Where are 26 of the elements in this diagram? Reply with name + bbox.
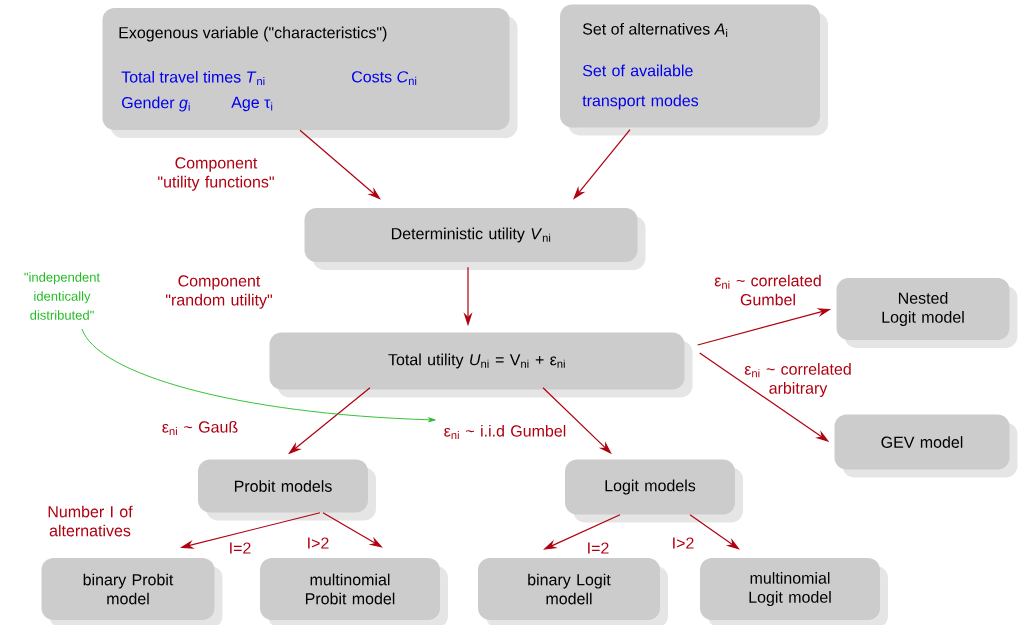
utility-box: Deterministic utility V$_{ni}$ [304, 208, 646, 270]
edge-label: ε$_{ni}$ ~ correlated arbitrary [744, 363, 851, 397]
model-box: Nested Logit model [836, 278, 1018, 348]
edge-label: I=2 [230, 542, 251, 554]
edge-label: ε$_{ni}$ ~ i.i.d Gumbel [444, 424, 566, 440]
model-box: binary Probit model [41, 558, 223, 625]
alternatives-box: Set of alternatives A$_{i}$ Set of available transport modes [560, 4, 828, 136]
annotation-text: Component "random utility" [166, 275, 272, 309]
edge-label: I=2 [588, 542, 609, 554]
annotation-text: Component "utility functions" [158, 157, 274, 191]
model-box: binary Logit modell [478, 558, 668, 625]
arrow [81, 328, 436, 423]
edge-label: I>2 [673, 537, 694, 549]
model-box: GEV model [834, 414, 1018, 478]
model-box: Probit models [198, 459, 376, 521]
edge-label: I>2 [308, 537, 329, 549]
variable-box: Exogenous variable ("characteristics") Total travel times T$_{ni}$ Costs C$_{ni}$ Gender g$_{i}$ Age τ$_{i}$ [102, 8, 518, 138]
edge-label: ε$_{ni}$ ~ Gauß [162, 420, 238, 436]
annotation-text: Number I of alternatives [48, 505, 133, 537]
model-box: multinomial Logit model [700, 558, 888, 625]
annotation-text: "independent identically distributed" [24, 272, 100, 320]
utility-box: Total utility U$_{ni}$ = V$_{ni}$ + ε$_{ni}$ [269, 332, 693, 398]
model-box: Logit models [565, 459, 743, 523]
edge-label: ε$_{ni}$ ~ correlated Gumbel [714, 274, 821, 306]
arrow [299, 129, 381, 200]
model-box: multinomial Probit model [260, 558, 448, 625]
